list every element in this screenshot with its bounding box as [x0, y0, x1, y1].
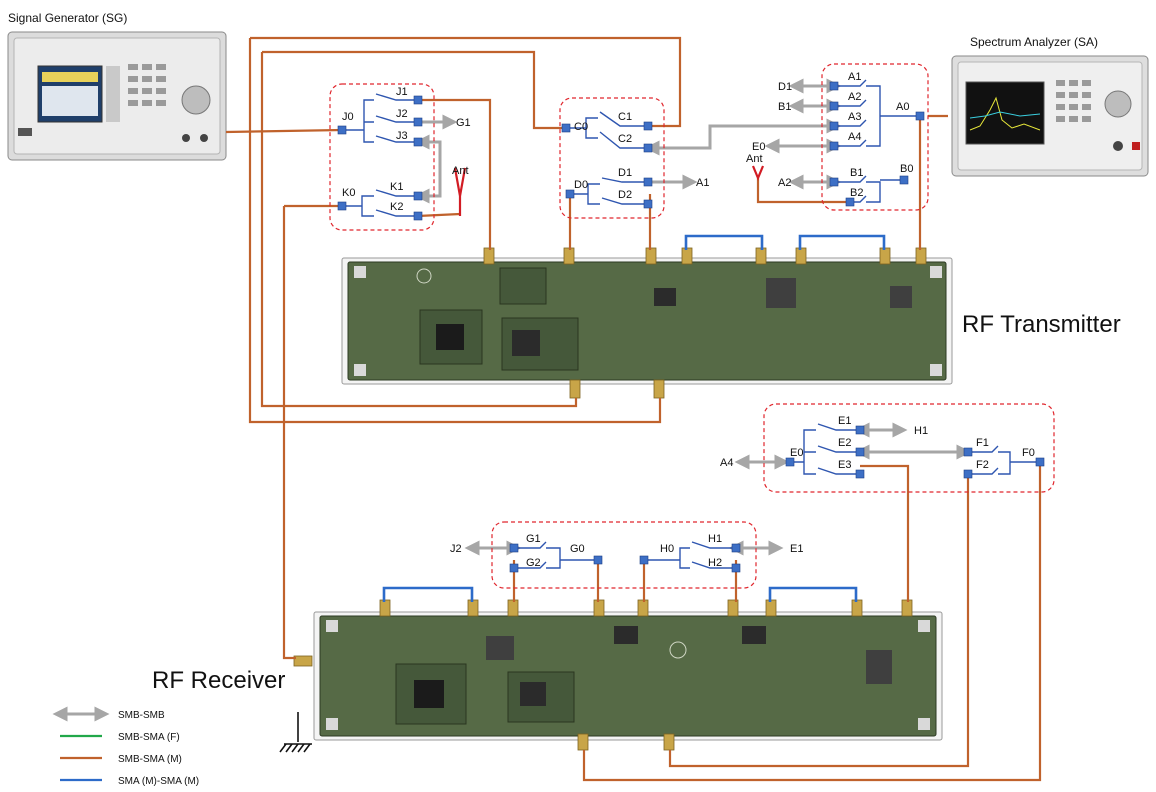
port-label-a1-out: A1 — [696, 177, 709, 189]
port-label-e0: E0 — [790, 447, 803, 459]
port-label-f0: F0 — [1022, 447, 1035, 459]
switch-h — [644, 542, 736, 568]
port-label-k0: K0 — [342, 187, 355, 199]
port-label-b2: B2 — [850, 187, 863, 199]
antenna-icon — [753, 166, 763, 178]
port-label-f1: F1 — [976, 437, 989, 449]
port-label-h2: H2 — [708, 557, 722, 569]
legend-label-sma-sma: SMA (M)-SMA (M) — [118, 776, 199, 787]
port-label-b1: B1 — [850, 167, 863, 179]
port-label-j2-in: J2 — [450, 543, 462, 555]
port-label-b0: B0 — [900, 163, 913, 175]
port-label-j3: J3 — [396, 130, 408, 142]
switch-box-g-h — [492, 522, 756, 588]
switch-a — [834, 80, 920, 146]
signal-generator-image — [8, 32, 226, 160]
port-label-g1-out: G1 — [456, 117, 471, 129]
port-label-c2: C2 — [618, 133, 632, 145]
port-label-b1-in: B1 — [778, 101, 791, 113]
rf-receiver-label: RF Receiver — [152, 667, 285, 694]
port-label-j1: J1 — [396, 86, 408, 98]
port-label-g0: G0 — [570, 543, 585, 555]
port-label-d1-in: D1 — [778, 81, 792, 93]
port-label-h1: H1 — [708, 533, 722, 545]
legend-label-smb-sma-m: SMB-SMA (M) — [118, 754, 182, 765]
rf-receiver-board — [314, 612, 942, 740]
rf-transmitter-board — [342, 258, 952, 384]
port-label-h1-out: H1 — [914, 425, 928, 437]
port-label-g2: G2 — [526, 557, 541, 569]
port-label-c0: C0 — [574, 121, 588, 133]
port-label-k1: K1 — [390, 181, 403, 193]
port-label-f2: F2 — [976, 459, 989, 471]
port-label-a3: A3 — [848, 111, 861, 123]
antenna-label-2: Ant — [746, 153, 763, 165]
port-label-a4: A4 — [848, 131, 861, 143]
rf-transmitter-label: RF Transmitter — [962, 311, 1121, 338]
port-label-d1: D1 — [618, 167, 632, 179]
spectrum-analyzer-title: Spectrum Analyzer (SA) — [970, 35, 1098, 49]
port-label-e2: E2 — [838, 437, 851, 449]
port-label-k2: K2 — [390, 201, 403, 213]
port-label-c1: C1 — [618, 111, 632, 123]
ground-icon — [280, 712, 312, 752]
legend: SMB-SMB SMB-SMA (F) SMB-SMA (M) SMA (M)-… — [60, 710, 199, 787]
port-label-d0: D0 — [574, 179, 588, 191]
port-label-e1-out: E1 — [790, 543, 803, 555]
port-label-a2: A2 — [848, 91, 861, 103]
port-label-e1: E1 — [838, 415, 851, 427]
port-label-j2: J2 — [396, 108, 408, 120]
port-label-g1: G1 — [526, 533, 541, 545]
port-label-e3: E3 — [838, 459, 851, 471]
port-label-a1: A1 — [848, 71, 861, 83]
port-label-a0: A0 — [896, 101, 909, 113]
legend-label-smb-sma-f: SMB-SMA (F) — [118, 732, 180, 743]
spectrum-analyzer-image — [952, 56, 1148, 176]
legend-label-smb-smb: SMB-SMB — [118, 710, 165, 721]
antenna-label-1: Ant — [452, 165, 469, 177]
switch-b — [834, 176, 904, 202]
signal-generator-title: Signal Generator (SG) — [8, 11, 127, 25]
port-label-d2: D2 — [618, 189, 632, 201]
port-label-a2-in: A2 — [778, 177, 791, 189]
port-label-e0-in: E0 — [752, 141, 765, 153]
port-label-j0: J0 — [342, 111, 354, 123]
port-label-a4-in: A4 — [720, 457, 733, 469]
port-label-h0: H0 — [660, 543, 674, 555]
